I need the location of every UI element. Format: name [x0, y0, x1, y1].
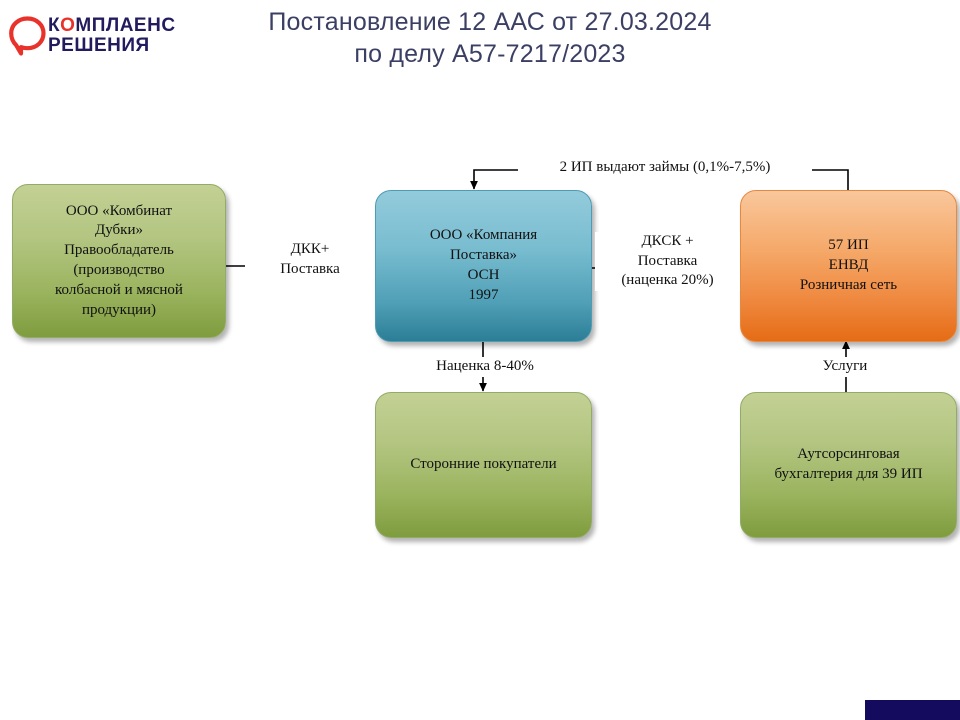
node-autsorsingovaya-buhgalteriya-label: Аутсорсинговая бухгалтерия для 39 ИП — [774, 446, 923, 482]
q-speech-bubble-icon — [8, 15, 48, 57]
node-autsorsingovaya-buhgalteriya[interactable]: Аутсорсинговая бухгалтерия для 39 ИП — [740, 392, 957, 538]
brand-logo-line2: РЕШЕНИЯ — [48, 35, 150, 56]
brand-logo: КОМПЛАЕНС РЕШЕНИЯ — [8, 8, 218, 64]
node-kompaniya-postavka-label: ООО «Компания Поставка» ОСН 1997 — [429, 227, 538, 303]
edge-label-dkk-postavka: ДКК+ Поставка — [245, 240, 375, 279]
edge-label-dksk-postavka: ДКСК + Поставка (наценка 20%) — [595, 232, 740, 291]
node-kombinat-dubki[interactable]: ООО «Комбинат Дубки» Правообладатель (пр… — [12, 184, 226, 338]
node-storonnie-pokupateli-label: Сторонние покупатели — [410, 456, 557, 473]
brand-logo-line1: КОМПЛАЕНС — [48, 15, 176, 37]
footer-corner-bar — [865, 700, 960, 720]
node-storonnie-pokupateli[interactable]: Сторонние покупатели — [375, 392, 592, 538]
edge-label-nacenka: Наценка 8-40% — [400, 357, 570, 377]
node-57-ip-envd-label: 57 ИП ЕНВД Розничная сеть — [799, 237, 898, 293]
node-57-ip-envd[interactable]: 57 ИП ЕНВД Розничная сеть — [740, 190, 957, 342]
edge-label-uslugi: Услуги — [795, 357, 895, 377]
node-kompaniya-postavka[interactable]: ООО «Компания Поставка» ОСН 1997 — [375, 190, 592, 342]
node-kombinat-dubki-label: ООО «Комбинат Дубки» Правообладатель (пр… — [55, 202, 183, 318]
brand-logo-text: КОМПЛАЕНС РЕШЕНИЯ — [48, 16, 176, 56]
edge-label-loans: 2 ИП выдают займы (0,1%-7,5%) — [520, 158, 810, 178]
page-title: Постановление 12 ААС от 27.03.2024 по де… — [268, 8, 712, 68]
